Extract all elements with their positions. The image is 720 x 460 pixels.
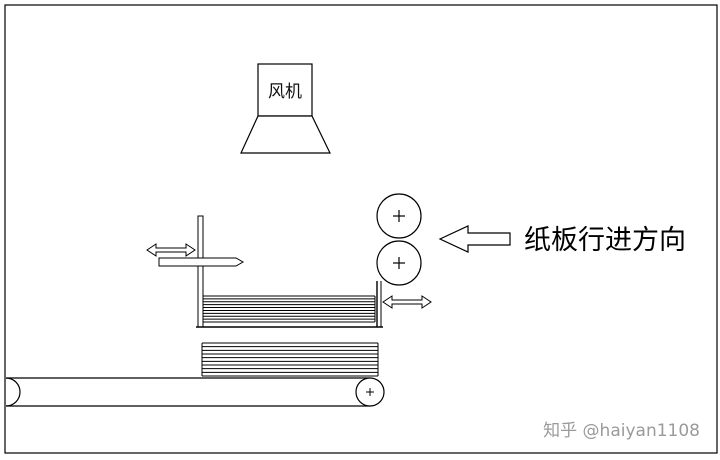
back-stop-plate	[197, 215, 204, 328]
fan: 风机	[240, 63, 331, 154]
fan-hood	[240, 115, 331, 154]
direction-arrow	[438, 225, 511, 253]
watermark: 知乎 @haiyan1108	[543, 421, 700, 441]
lower-sheet-stack	[201, 342, 379, 377]
upper-sheet-stack	[202, 295, 376, 323]
side-pusher-blade	[158, 257, 245, 267]
pusher-double-arrow-left	[146, 243, 196, 257]
conveyor-left-pulley	[5, 377, 21, 407]
output-conveyor	[5, 377, 385, 407]
feed-rollers	[376, 193, 422, 286]
direction-label: 纸板行进方向	[524, 225, 686, 256]
fan-label: 风机	[268, 82, 302, 102]
guide-double-arrow-right	[382, 295, 432, 309]
diagram-frame	[4, 4, 718, 454]
